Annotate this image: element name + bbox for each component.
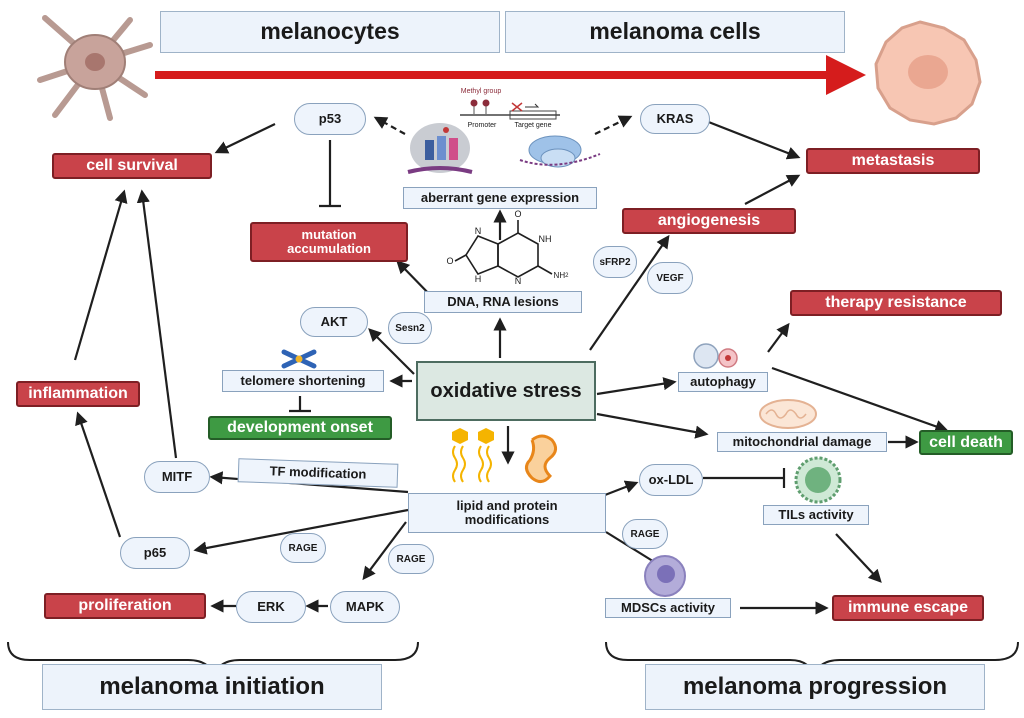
lipid-protein-modifications: lipid and protein modifications <box>408 493 606 533</box>
mdscs-activity: MDSCs activity <box>605 598 731 618</box>
sesn2-node: Sesn2 <box>388 312 432 344</box>
proliferation-outcome: proliferation <box>44 593 206 619</box>
mitochondrion-icon <box>759 399 817 429</box>
sfrp2-node: sFRP2 <box>593 246 637 278</box>
inflammation-outcome: inflammation <box>16 381 140 407</box>
p53-node: p53 <box>294 103 366 135</box>
mapk-node: MAPK <box>330 591 400 623</box>
immune-escape-outcome: immune escape <box>832 595 984 621</box>
telomere-shortening: telomere shortening <box>222 370 384 392</box>
chem-o-left: O <box>446 255 454 266</box>
p65-node: p65 <box>120 537 190 569</box>
mitochondrial-damage: mitochondrial damage <box>717 432 887 452</box>
rage-node-2: RAGE <box>388 544 434 574</box>
chem-o-top: O <box>514 208 522 219</box>
protein-icon <box>525 434 557 483</box>
header-melanoma-progression: melanoma progression <box>645 664 985 710</box>
chem-h: H <box>474 273 482 284</box>
til-cell-icon <box>794 456 842 504</box>
melanocyte-icon <box>37 15 153 121</box>
aberrant-gene-expression: aberrant gene expression <box>403 187 597 209</box>
chromatin-icon <box>407 123 473 174</box>
autophagy: autophagy <box>678 372 768 392</box>
target-gene-label: Target gene <box>514 122 552 130</box>
cell-death-outcome: cell death <box>919 430 1013 455</box>
chem-nh2-main: NH <box>553 270 566 280</box>
development-onset-outcome: development onset <box>208 416 392 440</box>
header-melanoma-cells: melanoma cells <box>505 11 845 53</box>
ox-ldl-node: ox-LDL <box>639 464 703 496</box>
header-melanocytes: melanocytes <box>160 11 500 53</box>
phospholipid-icon <box>452 428 494 483</box>
chem-n-top: N <box>474 225 482 236</box>
mdsc-cell-icon <box>644 555 686 597</box>
metastasis-outcome: metastasis <box>806 148 980 174</box>
kras-node: KRAS <box>640 104 710 134</box>
melanoma-cell-icon <box>874 20 982 126</box>
chem-n-bottom: N <box>514 275 522 286</box>
autophagosome-icon <box>693 343 738 369</box>
header-melanoma-initiation: melanoma initiation <box>42 664 382 710</box>
erk-node: ERK <box>236 591 306 623</box>
tils-activity: TILs activity <box>763 505 869 525</box>
rage-node-1: RAGE <box>280 533 326 563</box>
chromosome-icon <box>281 349 317 369</box>
mitf-node: MITF <box>144 461 210 493</box>
oxidative-stress-node: oxidative stress <box>416 361 596 421</box>
therapy-resistance-outcome: therapy resistance <box>790 290 1002 316</box>
ribosome-icon <box>519 135 601 168</box>
rage-node-3: RAGE <box>622 519 668 549</box>
mutation-accumulation-outcome: mutation accumulation <box>250 222 408 262</box>
chem-nh2-subscript: 2 <box>565 272 569 279</box>
vegf-node: VEGF <box>647 262 693 294</box>
akt-node: AKT <box>300 307 368 337</box>
cell-survival-outcome: cell survival <box>52 153 212 179</box>
oxoguanine-structure <box>454 220 553 278</box>
promoter-label: Promoter <box>467 122 497 130</box>
angiogenesis-outcome: angiogenesis <box>622 208 796 234</box>
methyl-group-label: Methyl group <box>460 88 502 96</box>
chem-nh: NH <box>538 233 552 244</box>
methylation-icon <box>460 99 560 120</box>
dna-rna-lesions: DNA, RNA lesions <box>424 291 582 313</box>
